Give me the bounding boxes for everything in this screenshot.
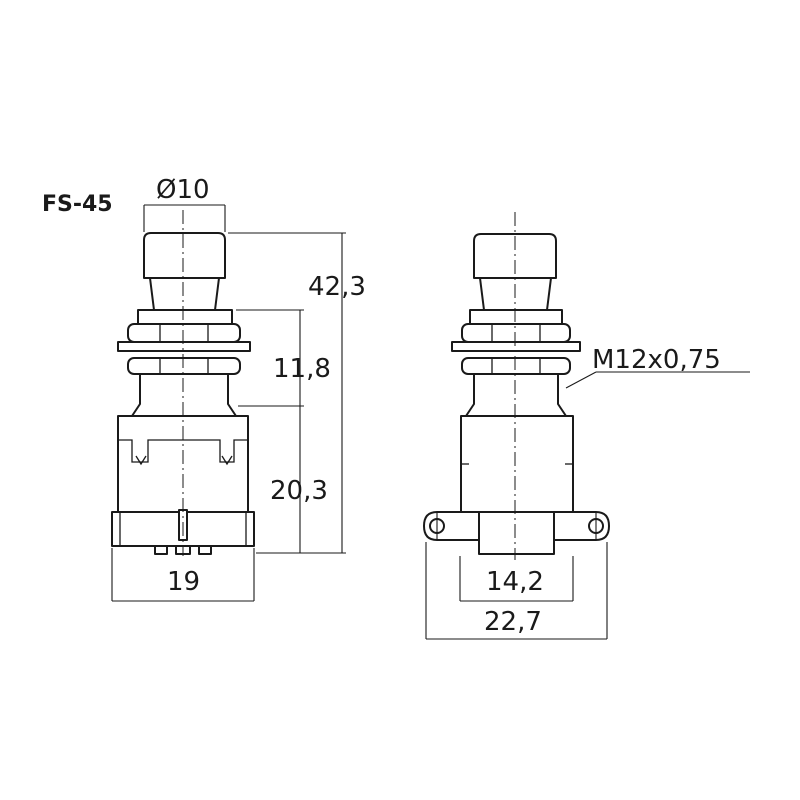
- side-lower-bushing: [465, 373, 567, 417]
- front-upper-nut: [127, 323, 241, 343]
- front-dimension-lines: [111, 204, 346, 602]
- total-height-label: 42,3: [308, 272, 366, 302]
- bushing-height-label: 11,8: [273, 354, 331, 384]
- front-plunger: [149, 277, 220, 311]
- side-upper-nut: [461, 323, 571, 343]
- side-view: [423, 212, 610, 560]
- side-lower-body: [478, 511, 555, 555]
- model-label: FS-45: [42, 192, 113, 217]
- body-width-label: 19: [167, 567, 200, 597]
- side-lower-nut: [461, 357, 571, 375]
- side-body: [460, 415, 574, 513]
- side-dimension-lines: [425, 371, 750, 640]
- front-cap: [143, 232, 226, 279]
- front-lower-nut: [127, 357, 241, 375]
- side-washer: [451, 341, 581, 352]
- side-body-width-label: 14,2: [486, 567, 544, 597]
- front-upper-bushing: [137, 309, 233, 325]
- flange-width-label: 22,7: [484, 607, 542, 637]
- cap-diameter-label: Ø10: [156, 175, 210, 205]
- front-view: [111, 210, 255, 556]
- front-washer: [117, 341, 251, 352]
- body-height-label: 20,3: [270, 476, 328, 506]
- side-upper-bushing: [469, 309, 563, 325]
- thread-leader-line: [565, 371, 597, 389]
- front-lower-bushing: [131, 373, 237, 417]
- thread-label: M12x0,75: [592, 345, 721, 375]
